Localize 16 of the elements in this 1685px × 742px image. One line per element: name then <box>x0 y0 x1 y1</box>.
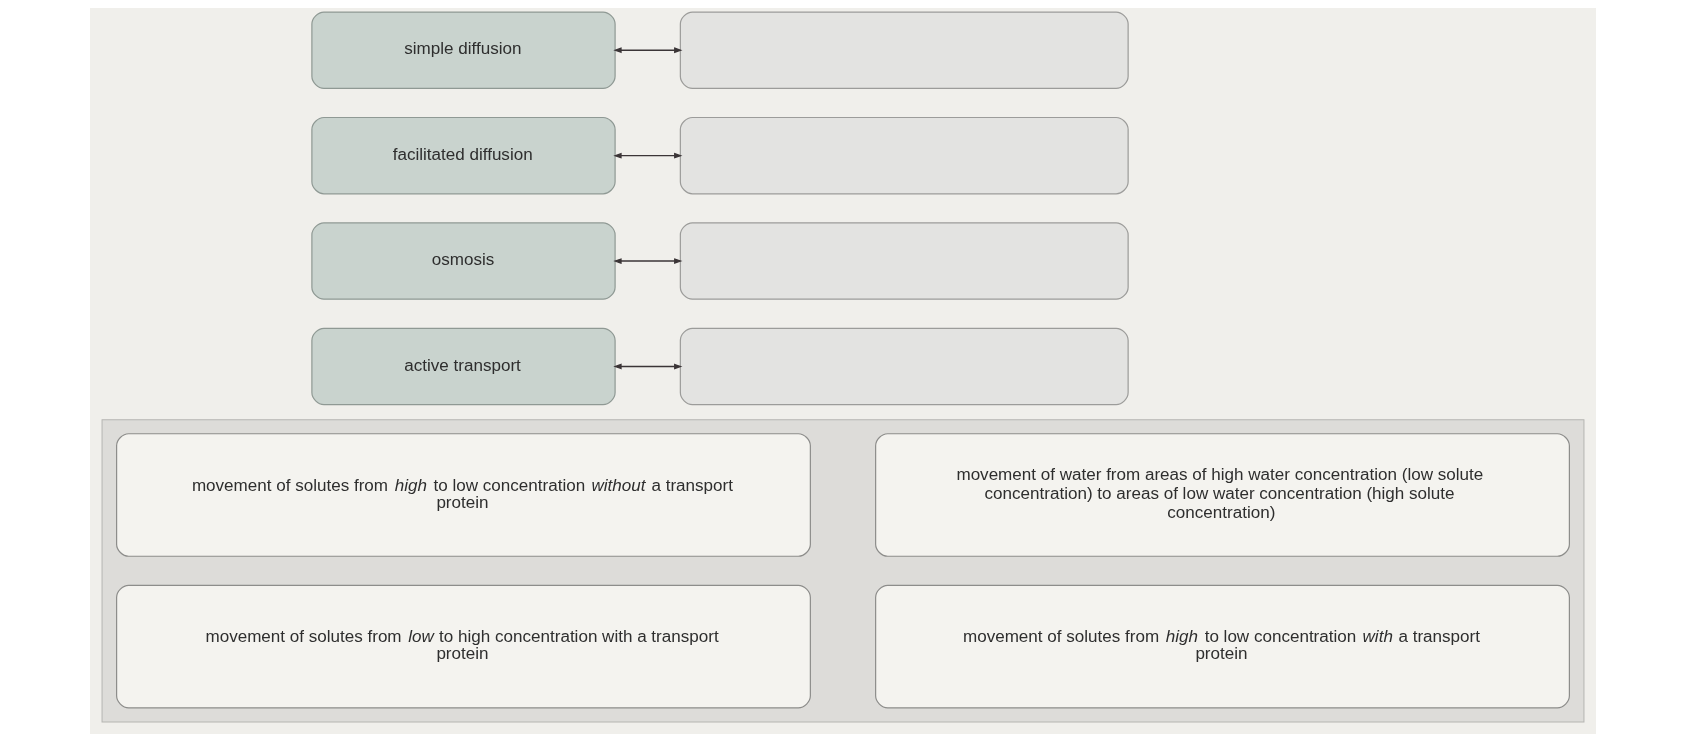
node-box: osmosis <box>310 222 616 300</box>
node-box: movement of solutes from low to high concentration with a transport protein <box>115 584 811 709</box>
node-box: movement of solutes from high to low concentration without a transport protein <box>115 433 811 557</box>
node-box <box>679 327 1129 406</box>
arrow <box>612 47 682 54</box>
arrow <box>612 258 682 264</box>
node-box: facilitated diffusion <box>310 116 616 195</box>
node-box <box>679 11 1129 89</box>
node-box: movement of water from areas of high water concentration (low solute concentration) to areas of low water concentration (high solute concentration) <box>874 433 1570 557</box>
node-box: movement of solutes from high to low concentration with a transport protein <box>874 584 1570 709</box>
node-box: simple diffusion <box>310 11 616 89</box>
arrow <box>612 152 682 159</box>
node-box <box>679 222 1129 300</box>
node-box <box>679 116 1129 195</box>
node-box: active transport <box>310 327 616 406</box>
arrow <box>612 363 682 370</box>
